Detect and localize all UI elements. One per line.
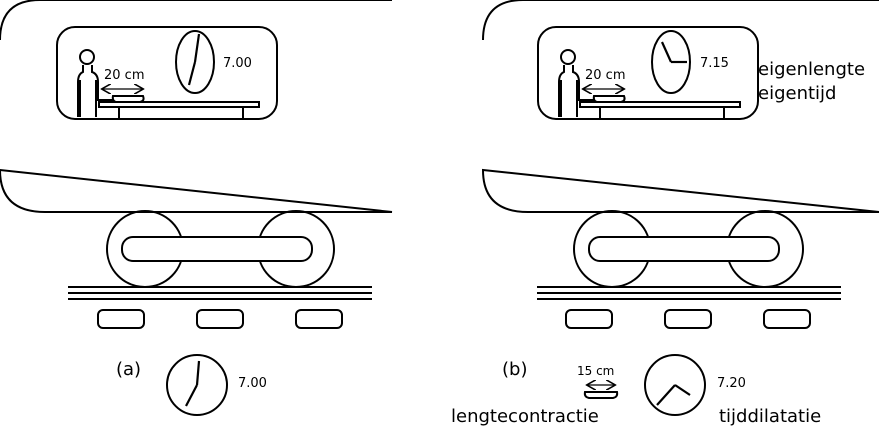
wall-clock-time-a: 7.00 bbox=[223, 56, 252, 71]
desk-a bbox=[98, 95, 260, 119]
wall-clock-icon-b bbox=[651, 30, 691, 94]
desk-b bbox=[579, 95, 741, 119]
ground-clock-icon-b bbox=[644, 354, 706, 416]
sleepers-b bbox=[565, 309, 811, 329]
desk-distance-label-a: 20 cm bbox=[104, 68, 145, 83]
undercarriage-b bbox=[573, 210, 804, 288]
desk-distance-label-b: 20 cm bbox=[585, 68, 626, 83]
person-icon-b bbox=[558, 49, 595, 117]
train-car-body-a bbox=[0, 0, 393, 213]
train-window-a bbox=[56, 26, 278, 120]
ground-clock-time-a: 7.00 bbox=[238, 376, 267, 391]
time-dilation-label: tijddilatatie bbox=[719, 406, 821, 427]
wall-clock-icon-a bbox=[175, 30, 215, 94]
panel-a: 20 cm 7.00 (a) bbox=[0, 0, 393, 416]
rails-a bbox=[68, 286, 372, 300]
train-car-body-b bbox=[481, 0, 879, 213]
proper-length-label: eigenlengte bbox=[758, 59, 865, 80]
ground-clock-icon-a bbox=[166, 354, 228, 416]
length-contraction-label: lengtecontractie bbox=[451, 406, 599, 427]
rails-b bbox=[537, 286, 841, 300]
wall-clock-time-b: 7.15 bbox=[700, 56, 729, 71]
ground-clock-time-b: 7.20 bbox=[717, 376, 746, 391]
train-window-b bbox=[537, 26, 759, 120]
proper-time-label: eigentijd bbox=[758, 83, 836, 104]
undercarriage-a bbox=[106, 210, 335, 288]
contracted-plate-icon bbox=[583, 391, 619, 399]
panel-label-b: (b) bbox=[502, 359, 527, 380]
person-icon-a bbox=[77, 49, 114, 117]
ground-distance-label-b: 15 cm bbox=[577, 364, 614, 378]
plate-icon-b bbox=[592, 95, 626, 103]
sleepers-a bbox=[97, 309, 343, 329]
panel-b: 20 cm 7.15 eigenlengte eigentijd (b) 15 … bbox=[451, 0, 879, 427]
panel-label-a: (a) bbox=[116, 359, 141, 380]
plate-icon-a bbox=[111, 95, 145, 103]
